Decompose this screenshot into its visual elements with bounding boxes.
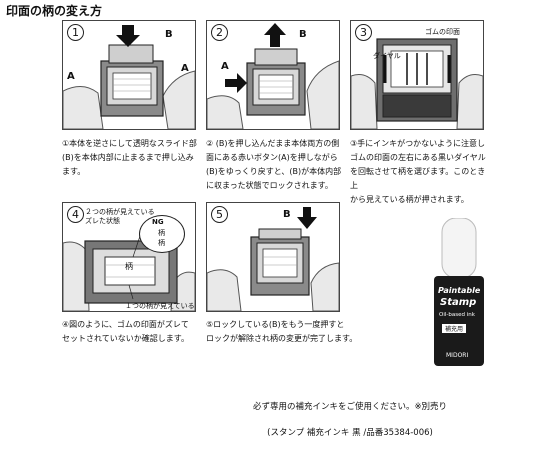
center-gara: 柄 xyxy=(125,262,133,271)
step-5-description: ⑤ロックしている(B)をもう一度押すと ロックが解除され柄の変更が完了します。 xyxy=(206,320,358,343)
label-two-visible: ２つの柄が見えている xyxy=(85,208,155,216)
bottle-line3: Oil-based ink xyxy=(439,312,475,318)
label-shifted: ズレた状態 xyxy=(85,217,120,225)
step-3-description: ③手にインキがつかないように注意し ゴムの印面の左右にある黒いダイヤル を回転さ… xyxy=(350,139,486,204)
label-dial: ダイヤル xyxy=(373,52,401,60)
inset-gara-1: 柄 xyxy=(158,229,165,237)
step-1-illustration xyxy=(63,25,195,129)
inset-gara-2: 柄 xyxy=(158,239,165,247)
step-number: 2 xyxy=(211,24,228,41)
step-number: 1 xyxy=(67,24,84,41)
label-b: B xyxy=(299,29,307,40)
ng-zoom-inset: NG 柄 柄 xyxy=(139,215,185,253)
step-2-panel: 2 B A xyxy=(206,20,340,130)
label-b: B xyxy=(283,209,291,220)
footer-line1: 必ず専用の補充インキをご使用ください。※別売り xyxy=(252,402,448,412)
step-number: 4 xyxy=(67,206,84,223)
bottle-line2: Stamp xyxy=(440,297,477,308)
step-2-illustration xyxy=(207,23,339,129)
step-3-panel: 3 ゴムの印面 ダイヤル xyxy=(350,20,484,130)
bottle-badge: 補充用 xyxy=(442,324,467,333)
step-number: 5 xyxy=(211,206,228,223)
step-5-panel: 5 B xyxy=(206,202,340,312)
step-2-description: ② (B)を押し込んだまま本体両方の側 面にある赤いボタン(A)を押しながら (… xyxy=(206,139,342,190)
step-5-illustration xyxy=(207,207,339,311)
step-3-illustration xyxy=(351,38,483,129)
page-title: 印面の柄の変え方 xyxy=(6,4,103,18)
refill-ink-bottle: Paintable Stamp Oil-based ink 補充用 MIDORI xyxy=(420,218,498,368)
label-rubber-face: ゴムの印面 xyxy=(425,28,460,36)
step-4-description: ④図のように、ゴムの印面がズレて セットされていないか確認します。 xyxy=(62,320,189,343)
label-a-right: A xyxy=(181,63,189,74)
bottle-brand: MIDORI xyxy=(446,352,469,359)
label-a: A xyxy=(221,61,229,72)
label-one-visible: １つの柄が見えている xyxy=(125,302,195,310)
footer-note: 必ず専用の補充インキをご使用ください。※別売り (スタンプ 補充インキ 黒 /品… xyxy=(200,388,500,453)
step-1-panel: 1 A B A xyxy=(62,20,196,130)
label-b: B xyxy=(165,29,173,40)
step-4-illustration xyxy=(63,232,195,311)
bottle-illustration xyxy=(434,218,484,366)
label-a-left: A xyxy=(67,71,75,82)
step-1-description: ①本体を逆さにして透明なスライド部 (B)を本体内部に止まるまで押し込み ます。 xyxy=(62,139,197,176)
footer-line2: (スタンプ 補充インキ 黒 /品番35384-006) xyxy=(267,428,433,438)
ng-label: NG xyxy=(152,218,164,226)
step-4-panel: 4 NG 柄 柄 ２つの柄が見えている ズレた状態 柄 １つの柄が見えている xyxy=(62,202,196,312)
bottle-line1: Paintable xyxy=(438,286,481,295)
step-number: 3 xyxy=(355,24,372,41)
